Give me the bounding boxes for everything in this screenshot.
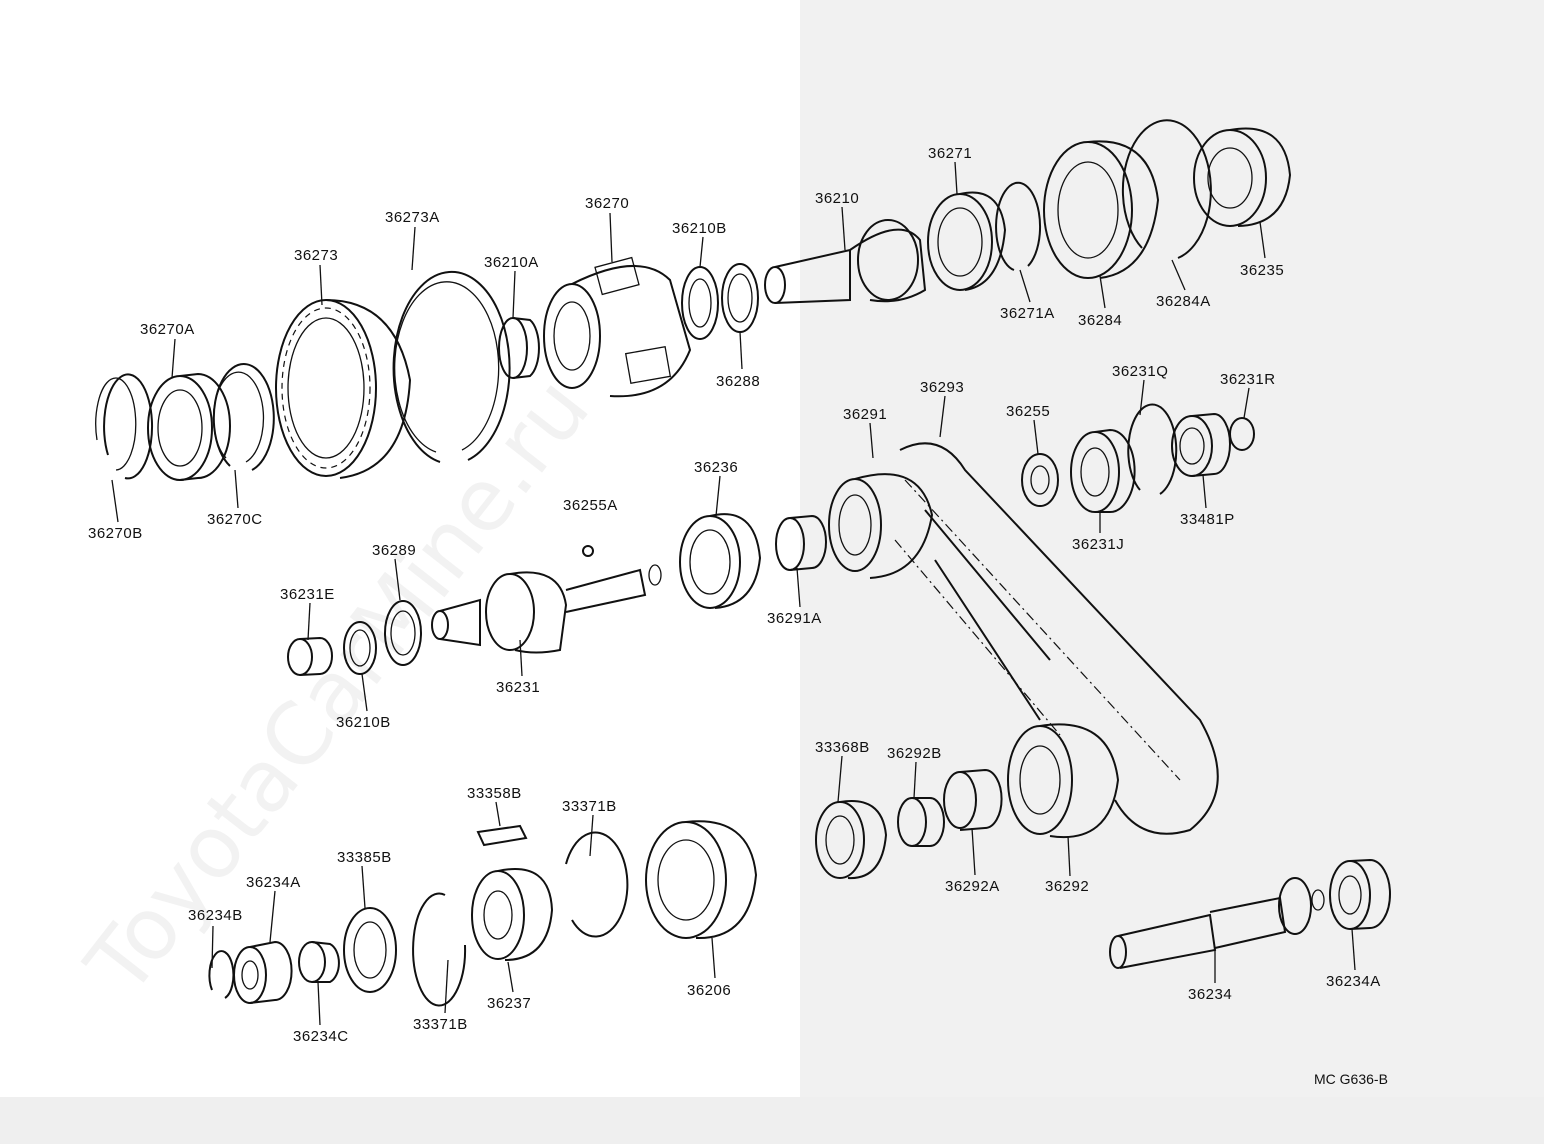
label-36237: 36237 [487,995,531,1012]
part-36210-drawing [764,219,927,304]
part-labels: 36270A 36270B 36270C 36273 36273A 36210A… [88,145,1381,1045]
part-36292A-drawing [943,768,1003,831]
part-36234C-drawing [298,941,340,983]
part-36231J-drawing [1070,428,1136,513]
label-36292: 36292 [1045,878,1089,895]
part-36206-drawing [645,820,758,940]
label-36234C: 36234C [293,1028,349,1045]
part-36236-drawing [679,513,762,609]
label-36273A: 36273A [385,209,440,226]
bottom-strip [0,1097,1544,1144]
label-36231J: 36231J [1072,536,1124,553]
part-33481P-drawing [1171,412,1231,477]
label-33358B: 33358B [467,785,522,802]
part-36255-drawing [1021,453,1059,507]
part-36270A-drawing [147,372,231,481]
part-36210B-2-drawing [343,621,377,675]
label-36270: 36270 [585,195,629,212]
label-36270B: 36270B [88,525,143,542]
label-36284A: 36284A [1156,293,1211,310]
label-33385B: 33385B [337,849,392,866]
part-36293-drawing [894,442,1219,835]
part-36270-drawing [543,256,692,398]
part-33371B-drawing [565,831,629,938]
label-36231: 36231 [496,679,540,696]
label-36293: 36293 [920,379,964,396]
label-36210B-2: 36210B [336,714,391,731]
part-36231E-drawing [287,636,333,676]
part-36273A-drawing [392,270,511,463]
part-36235-drawing [1193,127,1292,227]
part-36231R-drawing [1229,417,1255,451]
label-36291: 36291 [843,406,887,423]
part-36288-drawing [721,263,759,333]
figure-code: MC G636-B [1314,1071,1388,1087]
label-36271A: 36271A [1000,305,1055,322]
label-36234A: 36234A [246,874,301,891]
label-36289: 36289 [372,542,416,559]
label-33368B: 33368B [815,739,870,756]
part-36234A-drawing [233,940,293,1004]
part-36291A-drawing [775,514,827,571]
part-36292B-drawing [897,797,945,847]
label-36234B: 36234B [188,907,243,924]
label-36273: 36273 [294,247,338,264]
label-36292B: 36292B [887,745,942,762]
label-33371B-2: 33371B [413,1016,468,1033]
part-36270B-drawing [95,373,154,480]
part-36234B-drawing [208,950,235,999]
part-33358B-drawing [476,824,528,847]
label-36235: 36235 [1240,262,1284,279]
label-36210B: 36210B [672,220,727,237]
label-36270A: 36270A [140,321,195,338]
part-33385B-drawing [343,907,397,993]
part-36270C-drawing [212,363,275,471]
part-36273-drawing [275,299,412,479]
white-sheet [0,0,800,1097]
part-36237-drawing [471,868,554,961]
label-36236: 36236 [694,459,738,476]
part-36210B-drawing [681,266,719,340]
label-36234: 36234 [1188,986,1232,1003]
part-36234-drawing [1109,877,1325,969]
leader-lines [111,161,1356,1026]
label-36288: 36288 [716,373,760,390]
label-36255A: 36255A [563,497,618,514]
label-36284: 36284 [1078,312,1122,329]
label-33481P: 33481P [1180,511,1235,528]
part-36284-drawing [1043,140,1160,279]
part-36271-drawing [927,191,1007,291]
label-36234A-2: 36234A [1326,973,1381,990]
part-36284A-drawing [1121,119,1212,259]
part-36231-drawing [431,564,662,654]
part-33368B-drawing [815,800,888,880]
part-36255A-drawing [582,545,594,557]
label-36210: 36210 [815,190,859,207]
label-36255: 36255 [1006,403,1050,420]
part-36289-drawing [384,600,422,666]
part-36271A-drawing [995,181,1042,271]
label-36291A: 36291A [767,610,822,627]
label-36292A: 36292A [945,878,1000,895]
label-36270C: 36270C [207,511,263,528]
label-36271: 36271 [928,145,972,162]
label-36231Q: 36231Q [1112,363,1168,380]
part-36231Q-drawing [1127,403,1178,495]
part-36234A-2-drawing [1329,858,1391,930]
label-36206: 36206 [687,982,731,999]
part-33371B-2-drawing [412,892,467,1007]
part-36292-drawing [1007,723,1120,839]
label-36210A: 36210A [484,254,539,271]
label-36231R: 36231R [1220,371,1276,388]
label-33371B: 33371B [562,798,617,815]
part-36291-drawing [828,473,934,579]
label-36231E: 36231E [280,586,335,603]
